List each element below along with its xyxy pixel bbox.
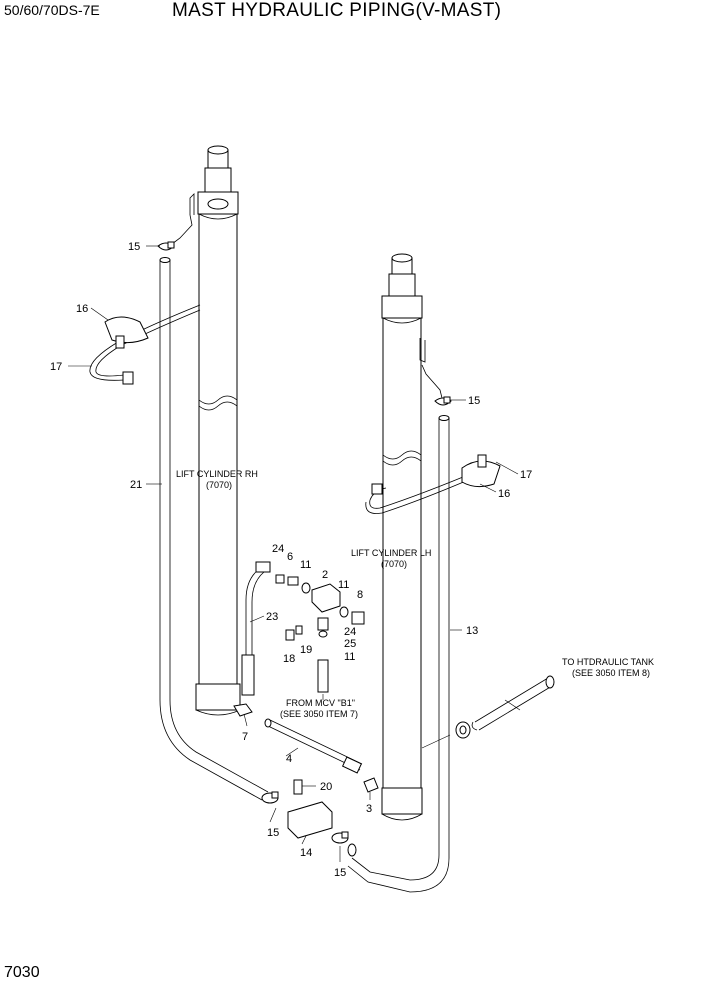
part-label-24: 24: [344, 626, 356, 638]
leader-lines: [68, 245, 519, 862]
page-number: 7030: [4, 964, 40, 981]
part-label-11: 11: [338, 579, 349, 591]
hose-fitting-11: [317, 659, 329, 693]
part-label-15: 15: [468, 395, 480, 407]
part-label-11: 11: [344, 651, 355, 663]
bolt-19: [295, 625, 303, 635]
elbow-7: [233, 703, 253, 717]
clamp-15-bottom-right: [331, 831, 349, 844]
adapter-6: [287, 576, 299, 586]
pipe-4: [264, 718, 363, 774]
clamp-tank-hose: [455, 721, 471, 739]
pipe-13: [347, 415, 450, 893]
bolt-20: [293, 779, 303, 795]
part-label-24: 24: [272, 543, 284, 555]
note-from-mcv-ref: (SEE 3050 ITEM 7): [280, 709, 358, 719]
part-label-18: 18: [283, 653, 295, 665]
part-label-23: 23: [266, 611, 278, 623]
lift-cylinder-lh: [381, 253, 443, 821]
plug-8: [351, 611, 365, 625]
part-label-14: 14: [300, 847, 312, 859]
adapter-25: [317, 617, 329, 631]
hose-17-rh: [89, 304, 201, 385]
part-label-15: 15: [334, 867, 346, 879]
lift-cylinder-rh: [171, 145, 241, 716]
part-label-4: 4: [286, 753, 292, 765]
part-label-16: 16: [498, 488, 510, 500]
clamp-15-bottom-left: [261, 791, 279, 804]
part-label-20: 20: [320, 781, 332, 793]
tank-hose: [471, 675, 555, 731]
part-label-8: 8: [357, 589, 363, 601]
part-label-19: 19: [300, 644, 312, 656]
note-lift-cylinder-lh: LIFT CYLINDER LH: [351, 548, 431, 558]
part-label-17: 17: [50, 361, 62, 373]
part-label-13: 13: [466, 625, 478, 637]
part-label-2: 2: [322, 569, 328, 581]
note-to-tank-ref: (SEE 3050 ITEM 8): [572, 668, 650, 678]
o-ring-11-a: [301, 582, 311, 594]
pipe-21: [159, 257, 269, 801]
part-label-16: 16: [76, 303, 88, 315]
o-ring-24-b: [318, 630, 328, 638]
clip-16-rh: [104, 316, 149, 349]
note-from-mcv: FROM MCV "B1": [286, 698, 355, 708]
model-number: 50/60/70DS-7E: [4, 2, 100, 18]
hose-17-lh: [365, 469, 481, 514]
note-to-tank: TO HTDRAULIC TANK: [562, 657, 654, 667]
clip-16-lh: [461, 454, 501, 488]
bolt-18: [285, 629, 295, 641]
part-label-15: 15: [267, 827, 279, 839]
note-lift-cylinder-rh-ref: (7070): [206, 480, 232, 490]
note-lift-cylinder-rh: LIFT CYLINDER RH: [176, 469, 258, 479]
tee-14: [287, 779, 333, 839]
hose-23: [241, 561, 271, 696]
part-label-3: 3: [366, 803, 372, 815]
part-label-11: 11: [300, 559, 311, 571]
part-label-25: 25: [344, 638, 356, 650]
clamp-15-top-lh: [434, 396, 452, 406]
fitting-cluster: [233, 574, 365, 717]
block-2: [311, 583, 341, 613]
part-label-7: 7: [242, 731, 248, 743]
clamp-15-top-rh: [157, 241, 175, 251]
connector-3: [363, 777, 379, 793]
o-ring-11-b: [339, 606, 349, 618]
part-label-21: 21: [130, 479, 142, 491]
note-lift-cylinder-lh-ref: (7070): [381, 559, 407, 569]
o-ring-24: [275, 574, 285, 584]
diagram-title: MAST HYDRAULIC PIPING(V-MAST): [172, 0, 502, 21]
part-label-6: 6: [287, 551, 293, 563]
part-label-17: 17: [520, 469, 532, 481]
part-label-15: 15: [128, 241, 140, 253]
